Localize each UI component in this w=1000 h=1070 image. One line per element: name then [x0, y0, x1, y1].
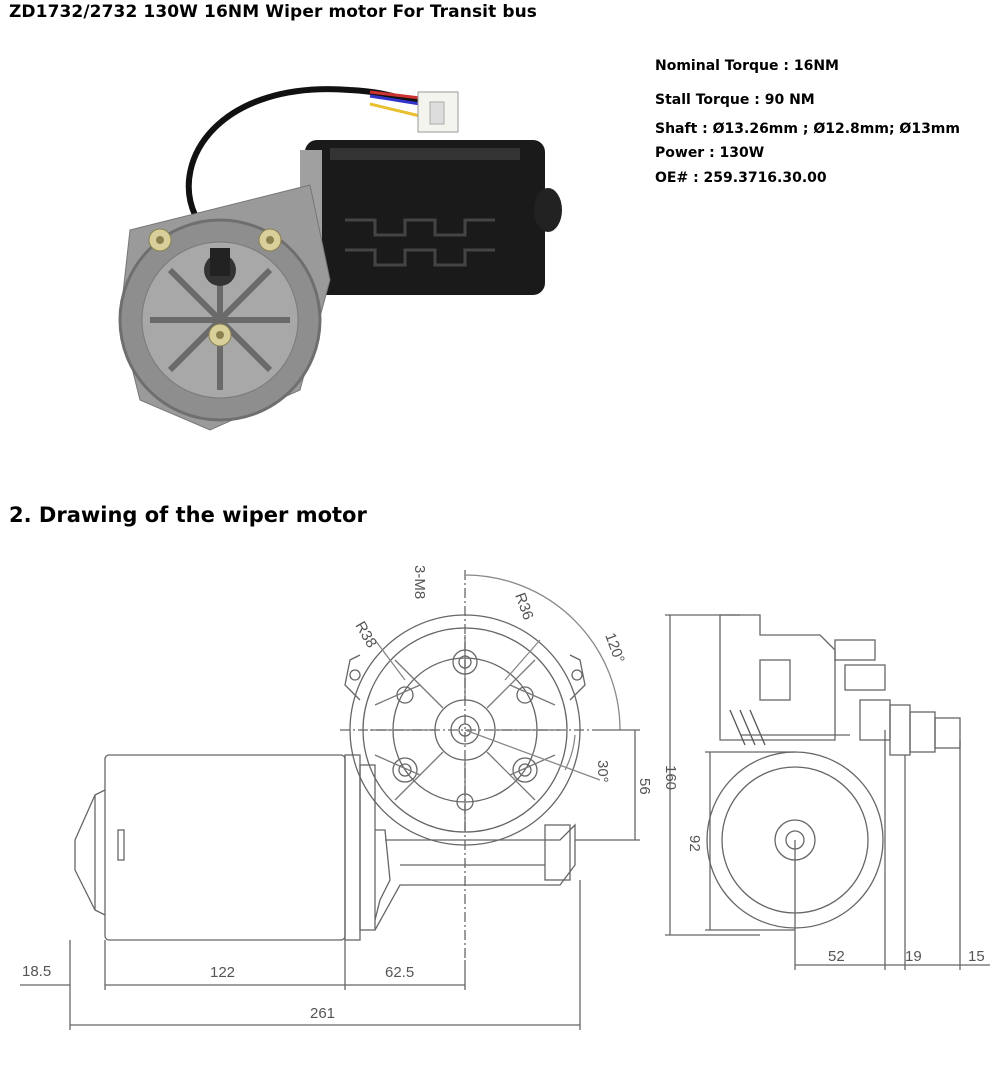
dim-122: 122	[210, 964, 235, 981]
spec-stall-torque: Stall Torque : 90 NM	[655, 92, 815, 108]
page-title: ZD1732/2732 130W 16NM Wiper motor For Tr…	[9, 2, 538, 22]
dim-62-5: 62.5	[385, 964, 414, 981]
dim-3-m8: 3-M8	[411, 565, 428, 599]
motor-body	[305, 140, 545, 295]
dim-120-deg: 120°	[601, 631, 628, 666]
dim-15: 15	[968, 948, 985, 965]
dim-18-5: 18.5	[22, 963, 51, 980]
spec-oe-number: OE# : 259.3716.30.00	[655, 170, 827, 186]
technical-drawing: 18.5 122 62.5 261 3-M8 R38 R36 120° 30° …	[20, 565, 990, 1030]
dim-56: 56	[636, 778, 653, 795]
dim-r36: R36	[511, 591, 536, 623]
spec-shaft: Shaft : Ø13.26mm ; Ø12.8mm; Ø13mm	[655, 121, 960, 137]
dim-92: 92	[686, 835, 703, 852]
dim-r38: R38	[352, 619, 380, 651]
spec-nominal-torque: Nominal Torque : 16NM	[655, 58, 839, 74]
cable	[185, 86, 421, 217]
dim-261: 261	[310, 1005, 335, 1022]
dim-19: 19	[905, 948, 922, 965]
dim-52: 52	[828, 948, 845, 965]
dim-30-deg: 30°	[594, 760, 611, 783]
section-heading: 2. Drawing of the wiper motor	[9, 503, 367, 527]
drawing-motor-body	[104, 754, 346, 941]
spec-power: Power : 130W	[655, 145, 765, 161]
dim-160: 160	[662, 765, 679, 790]
motor-photo	[118, 86, 562, 431]
